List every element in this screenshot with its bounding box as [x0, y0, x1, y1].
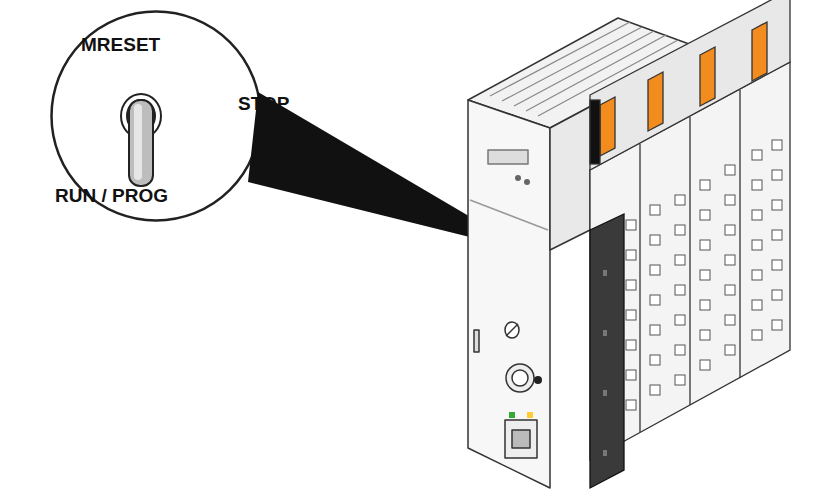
- magnifier-circle: MRESETSTOPRUN / PROG: [50, 10, 262, 222]
- side-cover: [590, 214, 624, 488]
- toggle-switch: [121, 94, 161, 186]
- switch-position-label: MRESET: [81, 34, 160, 56]
- plc-controller: [468, 18, 700, 488]
- callout-wedge: [248, 92, 530, 252]
- switch-position-label: RUN / PROG: [55, 185, 168, 207]
- terminal-grid: [626, 140, 782, 410]
- switch-position-label: STOP: [238, 93, 289, 115]
- io-modules: [590, 0, 790, 460]
- cover-marks: [603, 270, 607, 456]
